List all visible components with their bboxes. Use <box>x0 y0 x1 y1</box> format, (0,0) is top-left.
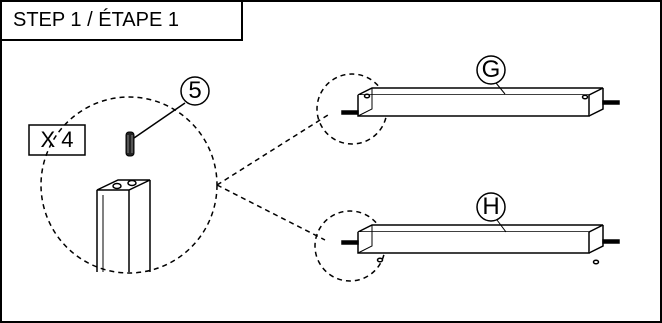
quantity-box <box>28 124 86 156</box>
callout-label-dowel: 5 <box>188 77 202 104</box>
leader-line-5 <box>133 102 186 139</box>
callout-label-rail-g: G <box>481 56 501 83</box>
rail-g <box>341 82 620 117</box>
quantity-label: X 4 <box>40 127 74 152</box>
leader-line-h <box>216 184 326 241</box>
callout-circle-5 <box>180 76 210 106</box>
dowel <box>125 131 135 157</box>
callout-circle-g <box>476 55 506 85</box>
leg-post <box>96 179 151 272</box>
callout-circle-h <box>476 192 506 222</box>
rail-h <box>341 219 620 265</box>
step-title: STEP 1 / ÉTAPE 1 <box>13 9 179 31</box>
leader-line-g <box>216 114 329 186</box>
callout-label-rail-h: H <box>482 193 500 220</box>
title-box <box>1 1 243 41</box>
